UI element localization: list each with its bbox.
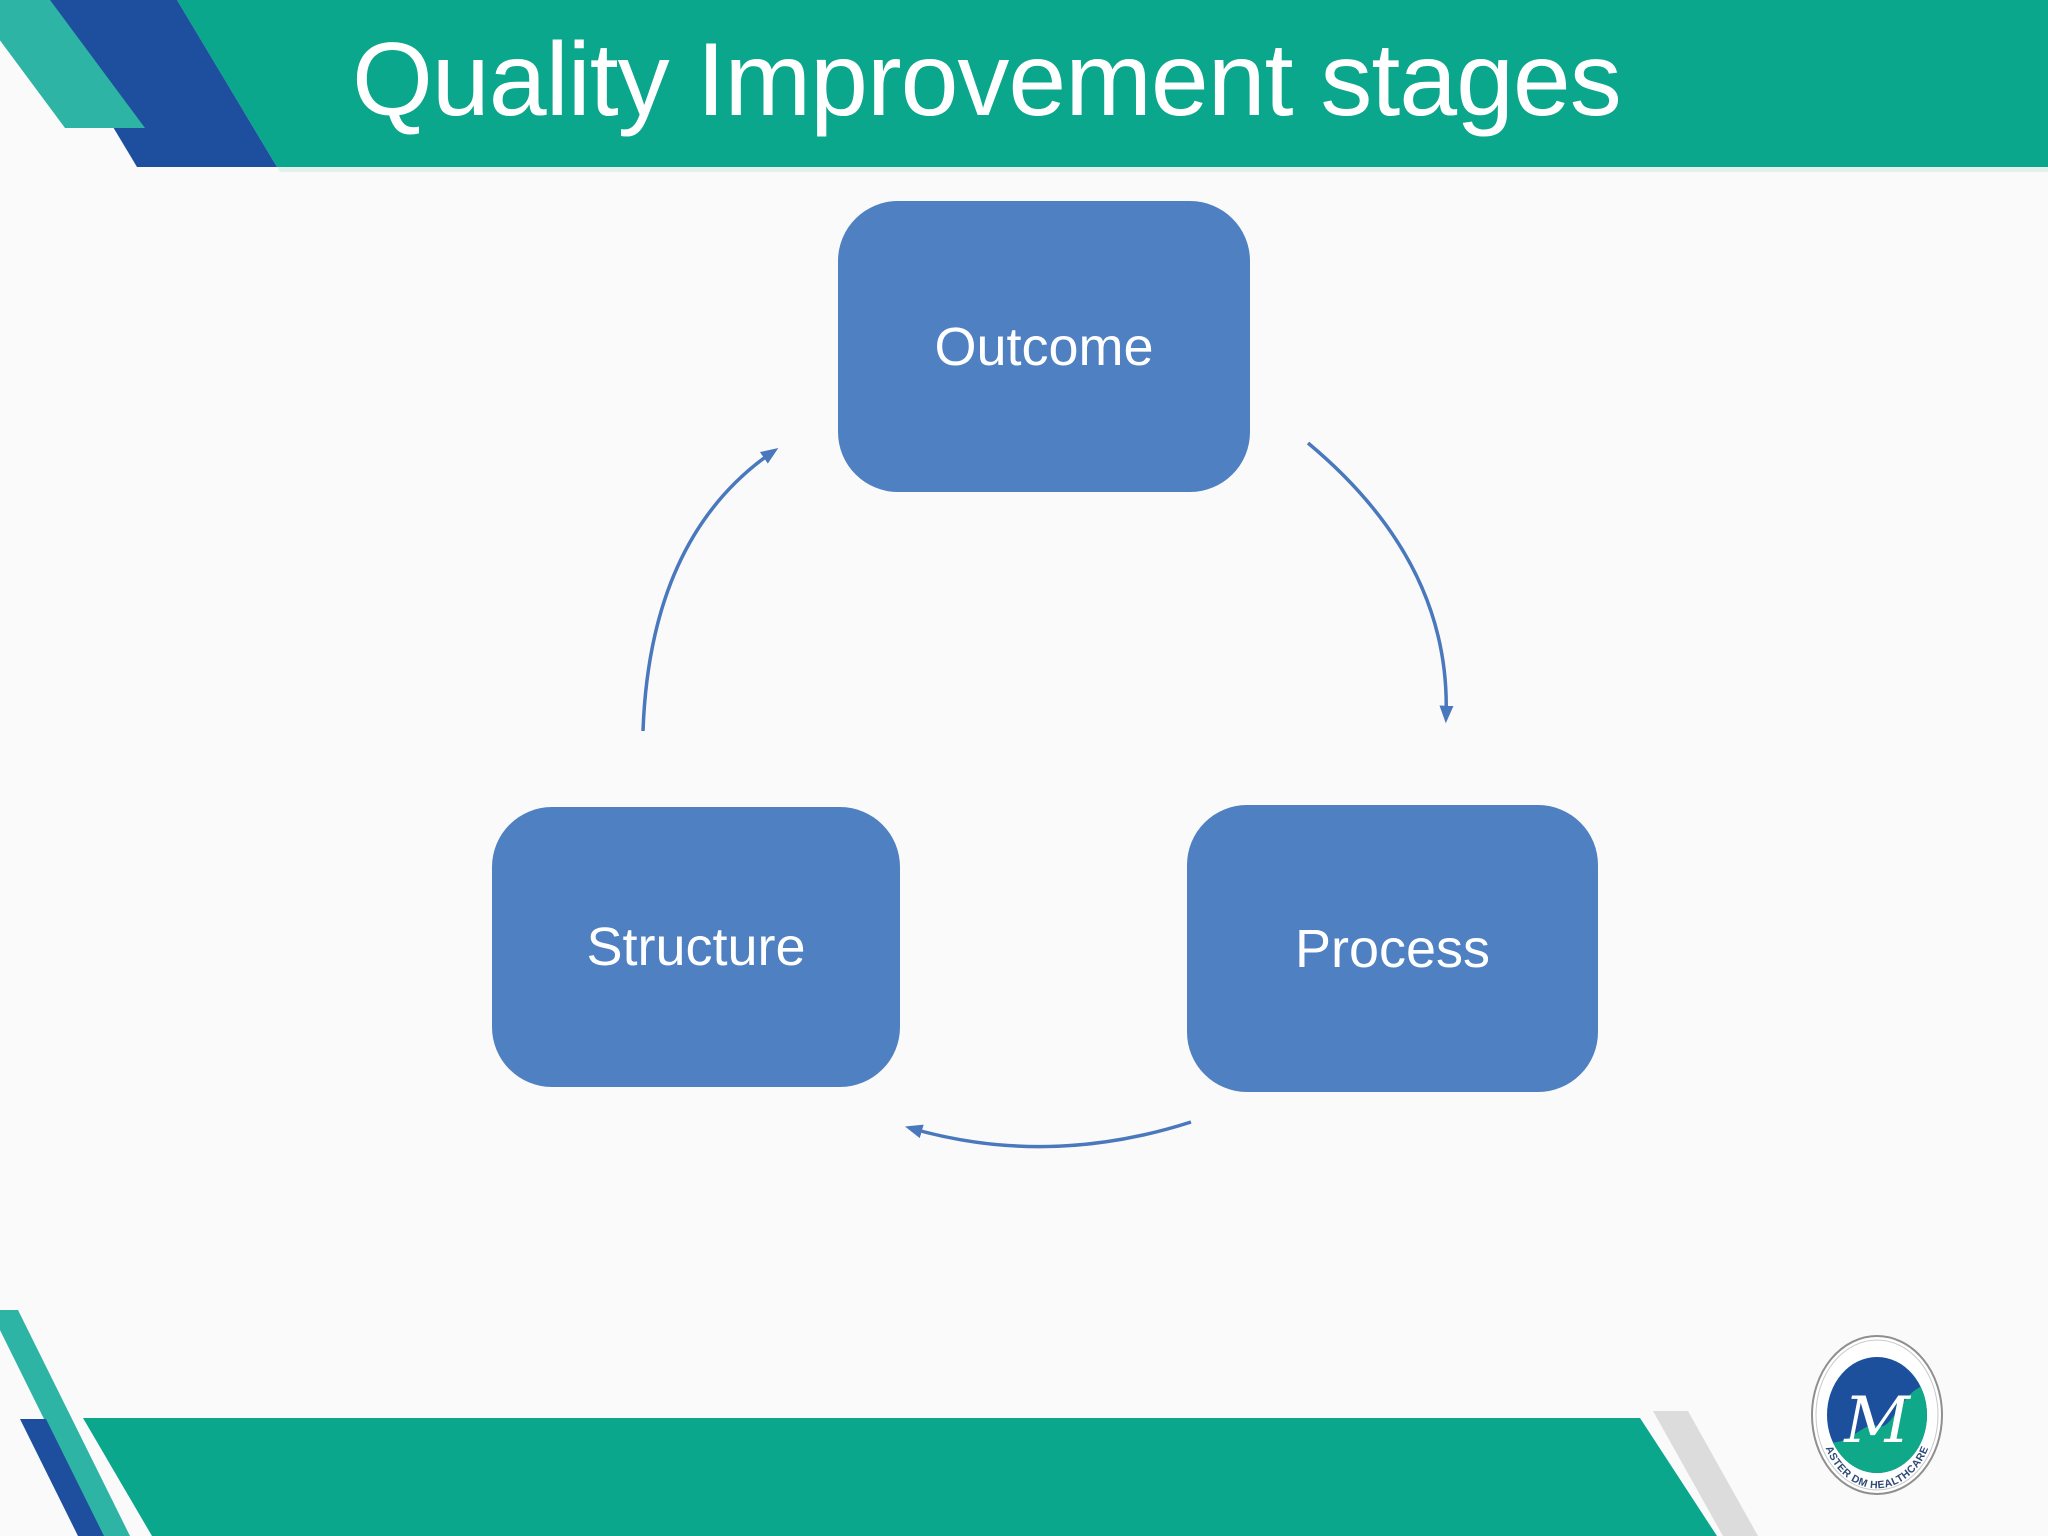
- header-accent-teal: [0, 0, 145, 128]
- arrow-process-to-structure: [904, 1120, 1192, 1149]
- arrow-outcome-to-process: [1306, 441, 1454, 724]
- node-structure: Structure: [492, 807, 900, 1087]
- footer-stripe-gray: [1653, 1411, 1758, 1536]
- header-band-shadow: [277, 167, 2048, 172]
- header-band: [177, 0, 2048, 167]
- arrow-structure-to-outcome: [641, 448, 779, 732]
- node-outcome: Outcome: [838, 201, 1250, 492]
- logo-inner-green-wave: [1827, 1384, 1927, 1473]
- footer-stripe-blue: [20, 1419, 104, 1536]
- slide-title: Quality Improvement stages: [352, 22, 1622, 138]
- logo-monogram: M: [1843, 1384, 1911, 1458]
- header-accent-blue: [37, 0, 277, 167]
- logo-inner-ring: [1815, 1339, 1939, 1491]
- node-process-label: Process: [1294, 918, 1491, 979]
- node-structure-label: Structure: [586, 917, 806, 977]
- footer-band: [83, 1418, 1717, 1536]
- node-outcome-label: Outcome: [934, 316, 1154, 377]
- footer-stripe-teal: [0, 1310, 130, 1536]
- company-logo: M ASTER DM HEALTHCARE: [1811, 1335, 1943, 1495]
- node-process: Process: [1187, 805, 1598, 1092]
